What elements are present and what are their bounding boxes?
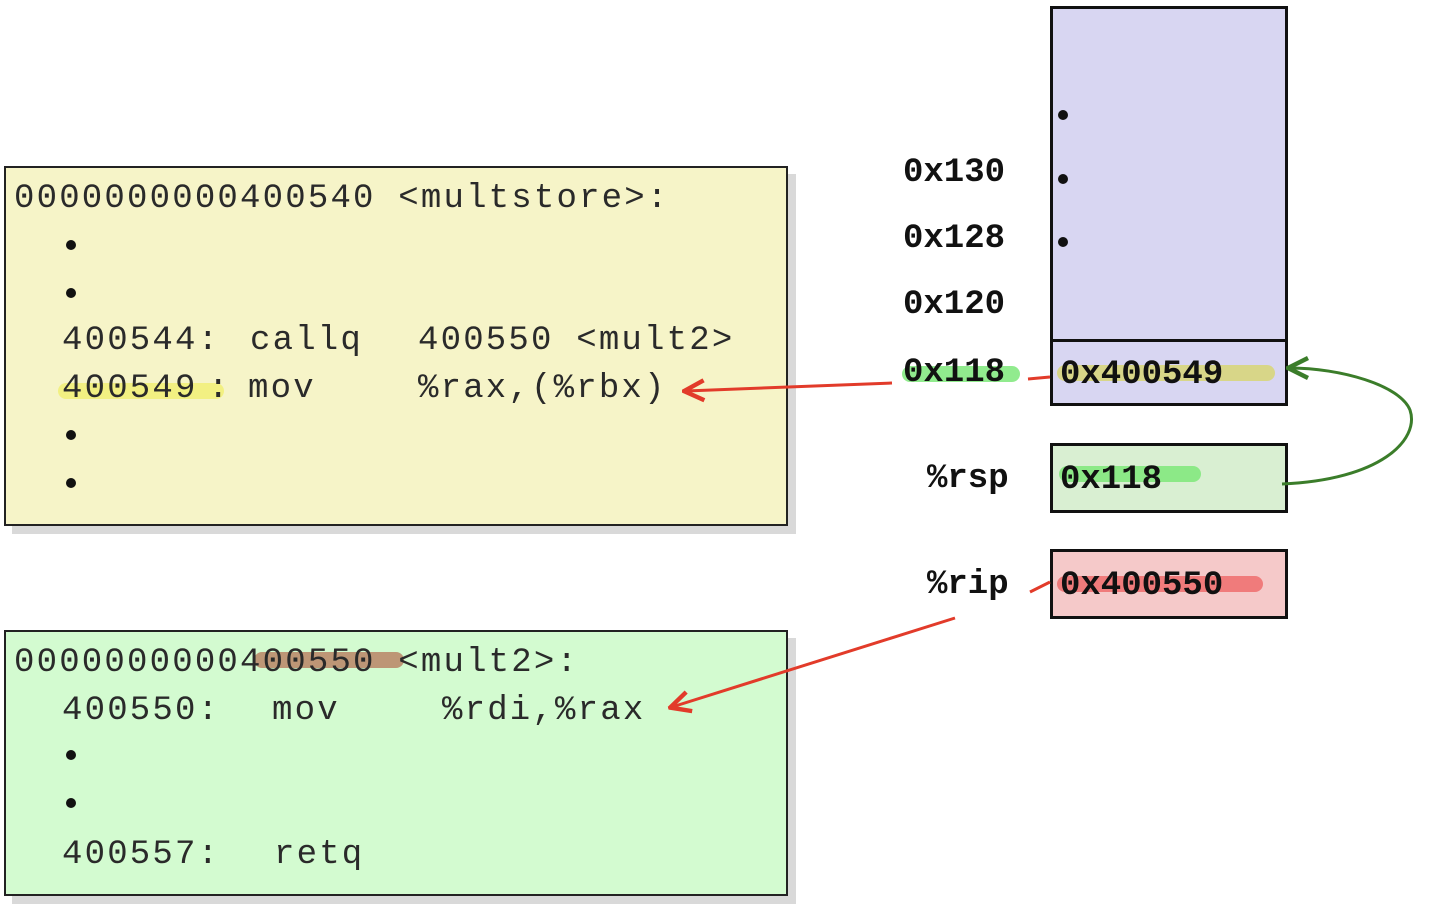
- rsp-value-highlight: [1059, 466, 1201, 482]
- ellipsis-dot: [66, 240, 76, 250]
- stack-top-value: 0x400549: [1060, 356, 1224, 394]
- rsp-pointer-arrow: [1281, 368, 1413, 486]
- rsp-register: 0x118: [1050, 443, 1288, 513]
- stack-address-0x118: 0x118: [903, 354, 1006, 392]
- caller-header: 0000000000400540 <multstore>:: [14, 180, 670, 218]
- call-instruction-operand: 400550 <mult2>: [418, 322, 735, 360]
- ellipsis-dot: [66, 798, 76, 808]
- return-instruction-colon: :: [208, 370, 231, 408]
- rsp-value: 0x118: [1060, 461, 1163, 499]
- callee-code-box: 0000000000400550 <mult2>: 400550: mov %r…: [4, 630, 788, 896]
- callee-address-highlight: [254, 652, 404, 668]
- callee-header: 0000000000400550 <mult2>:: [14, 644, 580, 682]
- rip-pointer-arrow: [672, 616, 956, 707]
- stack-address-0x120: 0x120: [903, 286, 1006, 324]
- return-instruction-operands: %rax,(%rbx): [418, 370, 667, 408]
- ellipsis-dot: [66, 478, 76, 488]
- return-instruction-address: 400549: [62, 370, 198, 408]
- rsp-label: %rsp: [927, 460, 1009, 498]
- stack-address-0x128: 0x128: [903, 220, 1006, 258]
- ellipsis-dot: [66, 430, 76, 440]
- call-instruction-address: 400544:: [62, 322, 221, 360]
- stack-slot-divider: [1053, 339, 1285, 342]
- rip-label: %rip: [927, 566, 1009, 604]
- stack-ellipsis-dot: [1058, 110, 1068, 120]
- stack-memory: 0x400549: [1050, 6, 1288, 406]
- rip-register: 0x400550: [1050, 549, 1288, 619]
- rip-pointer-arrow: [1029, 580, 1051, 594]
- call-instruction-opcode: callq: [250, 322, 364, 360]
- ellipsis-dot: [66, 750, 76, 760]
- callee-line1-opcode: mov: [272, 692, 340, 730]
- return-address-arrow: [1027, 375, 1051, 381]
- rip-value: 0x400550: [1060, 567, 1224, 605]
- rip-value-highlight: [1057, 576, 1263, 592]
- stack-ellipsis-dot: [1058, 237, 1068, 247]
- callee-line1-address: 400550:: [62, 692, 221, 730]
- caller-code-box: 0000000000400540 <multstore>: 400544: ca…: [4, 166, 788, 526]
- callee-line2-address: 400557:: [62, 836, 221, 874]
- ellipsis-dot: [66, 288, 76, 298]
- stack-top-address-highlight: [902, 366, 1020, 382]
- return-address-value-highlight: [1057, 365, 1275, 381]
- stack-ellipsis-dot: [1058, 174, 1068, 184]
- callee-line1-operands: %rdi,%rax: [442, 692, 646, 730]
- return-address-arrow: [686, 383, 893, 391]
- return-address-highlight: [58, 383, 224, 399]
- callee-line2-opcode: retq: [274, 836, 365, 874]
- stack-address-0x130: 0x130: [903, 154, 1006, 192]
- return-instruction-opcode: mov: [248, 370, 316, 408]
